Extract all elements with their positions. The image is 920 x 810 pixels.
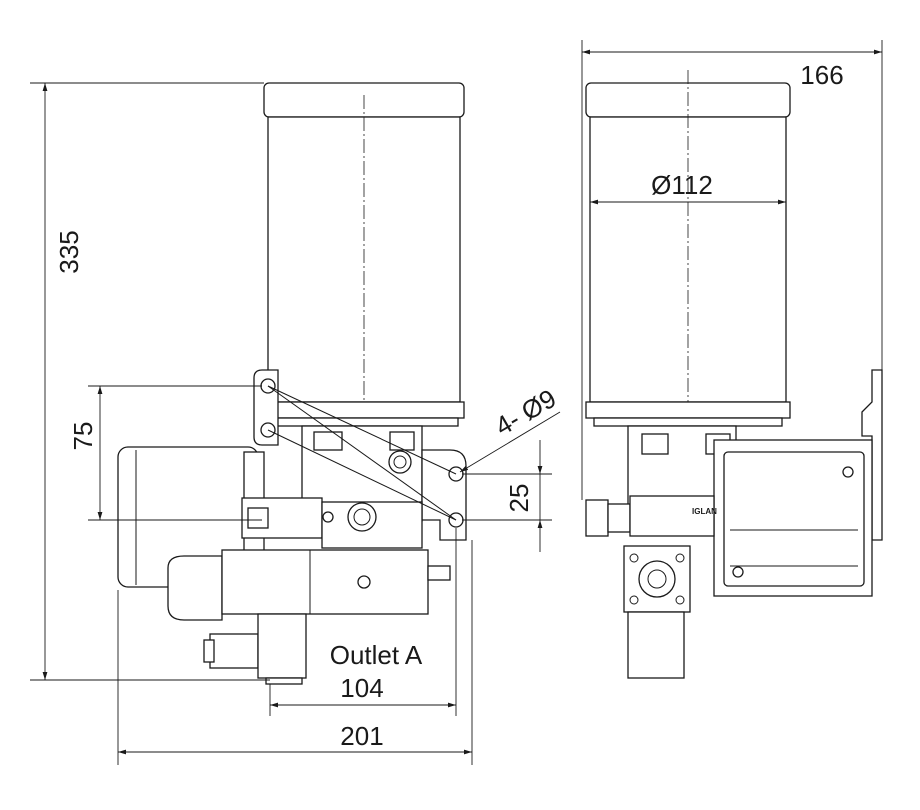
front-solenoid-body (221, 549, 429, 615)
front-solenoid-screw (357, 575, 371, 589)
front-pump-port (313, 431, 343, 451)
front-outlet-pipe (257, 613, 307, 679)
dim-line-holes (459, 411, 561, 473)
front-check-valve (347, 502, 377, 532)
side-fitting (585, 499, 609, 537)
front-plug (388, 450, 412, 474)
outlet-label: Outlet A (330, 640, 423, 670)
dim-104: 104 (340, 673, 383, 703)
side-flange-port (638, 560, 676, 598)
front-connector (209, 633, 259, 669)
brand-label: IGLAN (692, 507, 717, 516)
side-outlet-pipe (627, 611, 685, 679)
front-view (117, 82, 467, 685)
dim-112: Ø112 (651, 170, 713, 200)
front-pump-port-2 (389, 431, 415, 451)
dim-335: 335 (54, 230, 84, 273)
control-screw-top (842, 466, 854, 478)
front-solenoid-cap (167, 555, 223, 621)
side-reservoir-flange (585, 401, 791, 419)
dim-25: 25 (504, 484, 534, 513)
control-screw-bottom (732, 566, 744, 578)
dim-166: 166 (800, 60, 843, 90)
dim-201: 201 (340, 721, 383, 751)
front-flange-plate (269, 417, 459, 427)
side-view: IGLAN (585, 70, 883, 679)
side-control-panel (723, 451, 865, 587)
dim-75: 75 (68, 422, 98, 451)
